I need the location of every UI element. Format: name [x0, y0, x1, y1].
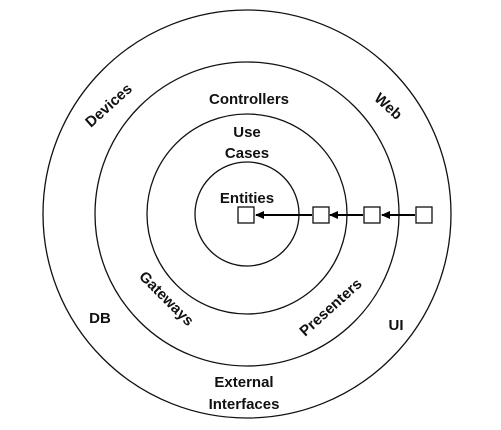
label-external: External: [214, 374, 273, 391]
label-db: DB: [89, 310, 111, 327]
label-gateways: Gateways: [135, 268, 197, 330]
label-cases: Cases: [225, 145, 269, 162]
label-devices: Devices: [82, 80, 136, 131]
label-interfaces: Interfaces: [209, 396, 280, 413]
adapter-boundary-box: [363, 206, 381, 224]
label-entities: Entities: [220, 190, 274, 207]
label-presenters: Presenters: [296, 275, 365, 340]
label-web: Web: [371, 90, 406, 124]
usecase-boundary-box: [312, 206, 330, 224]
label-controllers: Controllers: [209, 91, 289, 108]
label-ui: UI: [389, 317, 404, 334]
framework-boundary-box: [415, 206, 433, 224]
entity-box: [237, 206, 255, 224]
label-use: Use: [233, 124, 261, 141]
outer-ring-frameworks: [42, 9, 452, 419]
